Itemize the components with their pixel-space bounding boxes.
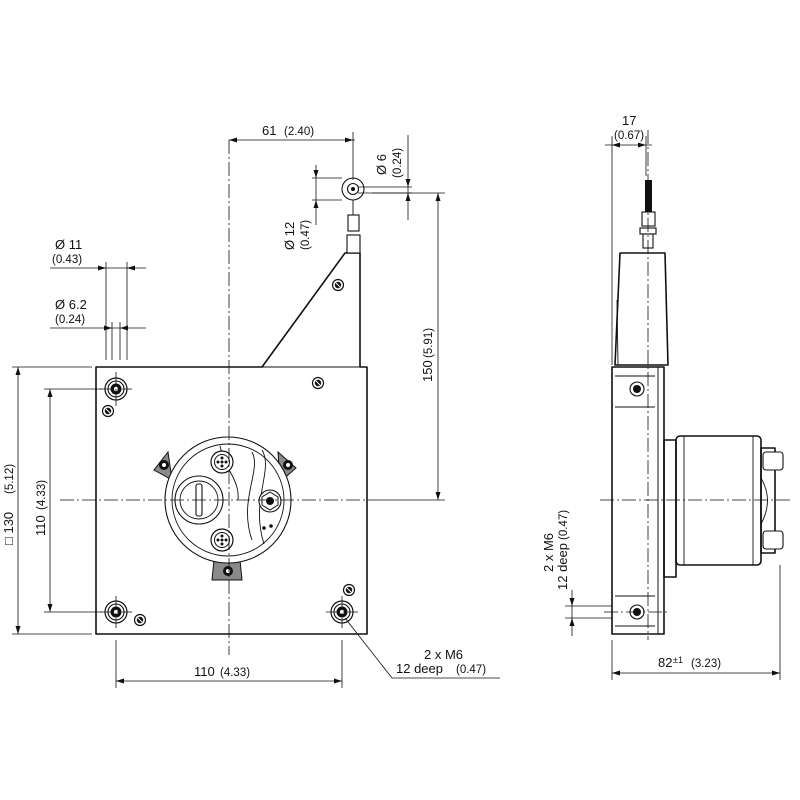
thread-front-inch: (0.47) xyxy=(456,664,486,676)
connector-assembly xyxy=(153,436,297,581)
dim-110-vertical-inch: (4.33) xyxy=(36,480,48,510)
dim-17-inch: (0.67) xyxy=(614,130,644,142)
thread-callout-front: 2 x M6 12 deep (0.47) xyxy=(344,617,500,679)
thread-side-inch: (0.47) xyxy=(558,510,570,540)
dim-61-value: 61 xyxy=(262,123,276,138)
dim-hole-6-2: Ø 6.2 (0.24) xyxy=(50,297,146,360)
dim-eyelet-hole: Ø 6 (0.24) xyxy=(358,135,412,220)
dim-17: 17 (0.67) xyxy=(605,113,652,365)
thread-front-line2: 12 deep xyxy=(396,661,443,676)
dim-eyelet-hole-inch: (0.24) xyxy=(392,148,404,178)
dim-82-inch: (3.23) xyxy=(691,658,721,670)
dim-hole-6-2-inch: (0.24) xyxy=(55,314,85,326)
thread-callout-side: 2 x M6 12 deep (0.47) xyxy=(541,510,612,636)
dim-110-horizontal-value: 110 xyxy=(194,664,215,679)
dim-hole-11-inch-text: (0.43) xyxy=(52,254,82,266)
dim-eyelet-outer: Ø 12 (0.47) xyxy=(282,165,342,250)
screw-upper-left xyxy=(101,404,115,418)
front-view xyxy=(60,140,375,655)
dim-hole-11-value: Ø 11 xyxy=(55,237,82,252)
dim-82-value: 82 xyxy=(658,655,672,670)
screw-lower-left xyxy=(133,613,147,627)
dim-eyelet-outer-inch: (0.47) xyxy=(300,220,312,250)
dim-130-value: □ 130 xyxy=(1,512,16,545)
dim-150: 150 (5.91) xyxy=(372,192,445,501)
cable-eyelet xyxy=(341,177,365,254)
side-view xyxy=(600,130,790,640)
dim-hole-11: Ø 11 (0.24) (0.43) xyxy=(50,237,146,360)
dim-110-horizontal-inch: (4.33) xyxy=(220,667,250,679)
dim-61: 61 (2.40) xyxy=(229,123,355,180)
thread-side-line2: 12 deep xyxy=(555,543,570,590)
dim-150-value: 150 xyxy=(420,360,435,382)
dim-130-inch: (5.12) xyxy=(4,464,16,494)
dim-eyelet-outer-value: Ø 12 xyxy=(282,222,297,250)
screw-slope xyxy=(331,278,345,292)
dim-82: 82 ±1 (3.23) xyxy=(611,565,781,680)
thread-front-line1: 2 x M6 xyxy=(424,647,463,662)
dim-eyelet-hole-value: Ø 6 xyxy=(374,154,389,175)
dim-110-vertical-value: 110 xyxy=(33,515,48,536)
thread-side-line1: 2 x M6 xyxy=(541,533,556,572)
dim-82-tolerance: ±1 xyxy=(673,655,683,665)
dim-110-horizontal: 110 (4.33) xyxy=(115,640,343,688)
dim-150-inch: (5.91) xyxy=(423,328,435,358)
screw-lower-right xyxy=(342,583,356,597)
dim-61-inch: (2.40) xyxy=(284,126,314,138)
dim-130: □ 130 (5.12) xyxy=(1,366,92,635)
screw-top-right xyxy=(311,376,325,390)
dim-110-vertical: 110 (4.33) xyxy=(33,388,102,613)
dim-hole-6-2-value: Ø 6.2 xyxy=(55,297,87,312)
dim-17-value: 17 xyxy=(622,113,636,128)
